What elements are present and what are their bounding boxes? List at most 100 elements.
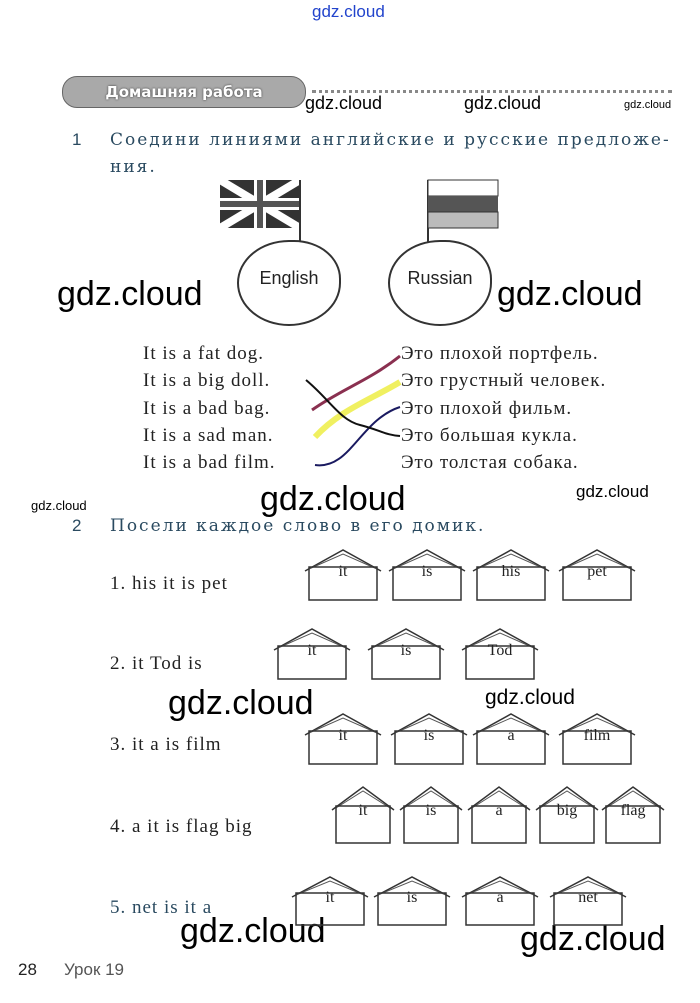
house-word: it [338, 563, 348, 580]
house-word: film [583, 727, 611, 744]
matching-lines [305, 354, 402, 467]
exercise-row-label: 3. it a is film [110, 734, 222, 755]
watermark: gdz.cloud [485, 686, 575, 709]
english-sentence: It is a sad man. [143, 424, 274, 446]
word-house: it [330, 785, 396, 845]
exercise-row-label: 1. his it is pet [110, 573, 228, 594]
house-word: it [325, 889, 335, 906]
house-outline-icon [601, 786, 665, 844]
english-label: English [259, 268, 319, 288]
word-house: a [471, 712, 551, 766]
house-outline-icon [304, 713, 382, 765]
watermark: gdz.cloud [57, 275, 203, 313]
word-house: is [387, 548, 467, 602]
word-house: is [389, 712, 469, 766]
russian-sentence: Это грустный человек. [401, 370, 607, 392]
house-outline-icon [472, 713, 550, 765]
house-outline-icon [390, 713, 468, 765]
house-word: it [338, 727, 348, 744]
word-house: net [548, 875, 628, 927]
word-house: is [366, 627, 446, 681]
russian-sentence: Это плохой портфель. [401, 343, 599, 364]
house-word: is [406, 889, 418, 906]
house-outline-icon [461, 876, 539, 926]
word-house: it [272, 627, 352, 681]
house-outline-icon [373, 876, 451, 926]
match-line [305, 379, 401, 437]
watermark: gdz.cloud [520, 920, 666, 958]
house-outline-icon [367, 628, 445, 680]
watermark: gdz.cloud [168, 684, 314, 722]
english-sentence: It is a fat dog. [143, 343, 265, 364]
house-word: it [358, 802, 368, 819]
house-outline-icon [549, 876, 627, 926]
russian-sentence: Это толстая собака. [401, 452, 579, 474]
house-word: is [400, 642, 412, 659]
house-outline-icon [472, 549, 550, 601]
english-sentence: It is a bad bag. [143, 397, 271, 419]
word-house: a [460, 875, 540, 927]
watermark: gdz.cloud [31, 498, 87, 513]
house-outline-icon [535, 786, 599, 844]
house-word: his [501, 563, 521, 580]
house-outline-icon [388, 549, 466, 601]
task-instruction: Посели каждое слово в его домик. [110, 516, 486, 536]
house-word: a [495, 802, 503, 819]
watermark: gdz.cloud [497, 275, 643, 313]
house-word: big [556, 802, 578, 819]
exercise-row-label: 4. a it is flag big [110, 816, 253, 837]
watermark: gdz.cloud [180, 912, 326, 950]
task-number: 1 [72, 130, 82, 149]
task-number: 2 [72, 516, 82, 535]
word-house: is [372, 875, 452, 927]
uk-flag-icon [217, 176, 303, 250]
house-word: a [507, 727, 515, 744]
russian-character: Russian [388, 240, 492, 326]
house-word: flag [620, 802, 646, 819]
watermark: gdz.cloud [305, 93, 383, 113]
homework-banner: Домашняя работа [62, 76, 306, 108]
word-house: Tod [460, 627, 540, 681]
house-outline-icon [467, 786, 531, 844]
word-house: it [303, 712, 383, 766]
house-outline-icon [331, 786, 395, 844]
word-house: it [290, 875, 370, 927]
russian-sentence: Это плохой фильм. [401, 397, 573, 419]
page-number: 28 [18, 960, 37, 979]
task-instruction: Соедини линиями английские и русские пре… [110, 130, 671, 150]
exercise-row-label: 2. it Tod is [110, 653, 203, 674]
match-line [314, 406, 401, 467]
task-instruction-cont: ния. [110, 157, 157, 177]
match-line [311, 354, 401, 412]
russian-sentence: Это большая кукла. [401, 424, 578, 446]
english-character: English [237, 240, 341, 326]
word-house: film [557, 712, 637, 766]
word-house: it [303, 548, 383, 602]
house-outline-icon [399, 786, 463, 844]
house-word: is [423, 727, 435, 744]
watermark: gdz.cloud [464, 93, 542, 113]
banner-text: Домашняя работа [105, 83, 263, 101]
watermark: gdz.cloud [260, 480, 406, 518]
dotted-divider [312, 90, 672, 93]
english-sentence: It is a big doll. [143, 370, 271, 392]
word-house: big [534, 785, 600, 845]
house-outline-icon [558, 713, 636, 765]
house-outline-icon [291, 876, 369, 926]
house-word: pet [587, 563, 607, 580]
word-house: flag [600, 785, 666, 845]
house-outline-icon [558, 549, 636, 601]
house-word: is [425, 802, 437, 819]
exercise-row-label: 5. net is it a [110, 897, 213, 918]
match-line [312, 379, 402, 440]
english-sentence: It is a bad film. [143, 452, 276, 474]
watermark: gdz.cloud [624, 99, 672, 111]
house-word: it [307, 642, 317, 659]
watermark: gdz.cloud [576, 482, 649, 501]
house-word: is [421, 563, 433, 580]
word-house: is [398, 785, 464, 845]
watermark: gdz.cloud [312, 2, 385, 21]
house-word: net [578, 889, 598, 906]
russia-flag-icon [427, 179, 499, 250]
